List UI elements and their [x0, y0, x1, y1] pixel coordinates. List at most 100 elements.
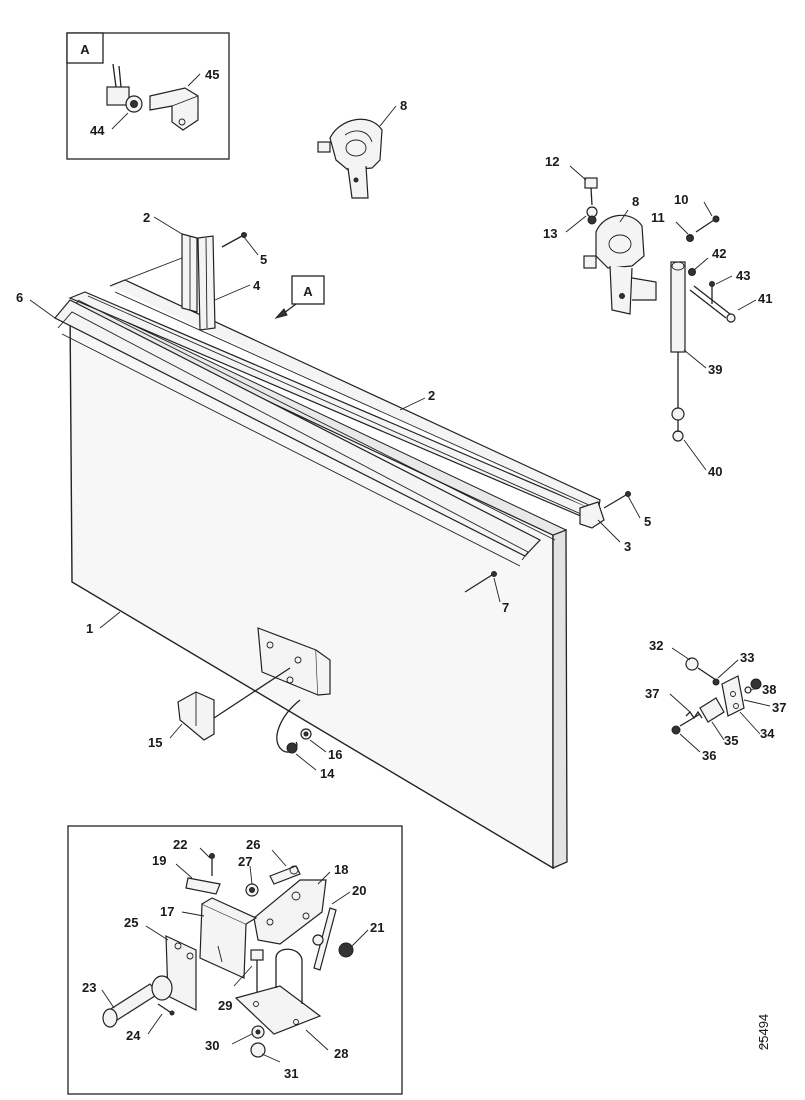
part-12-bolt: [584, 177, 598, 206]
callout-11: 11: [651, 210, 665, 225]
callout-43: 43: [736, 268, 750, 283]
callout-29: 29: [218, 998, 232, 1013]
callout-32: 32: [649, 638, 663, 653]
detail-lower-box: 22 19 27 26 18 20 21 17 25 23 24 29 30 3…: [67, 825, 403, 1095]
callout-27: 27: [238, 854, 252, 869]
callout-15: 15: [148, 735, 162, 750]
callout-10: 10: [674, 192, 688, 207]
part-38-nut: [744, 678, 762, 694]
part-29-screw: [250, 949, 264, 996]
callout-1: 1: [86, 621, 93, 636]
callout-45: 45: [205, 67, 219, 82]
part-7-screw: [464, 571, 497, 593]
callout-36: 36: [702, 748, 716, 763]
part-16-nut: [300, 728, 312, 740]
part-26-bolt: [269, 865, 301, 885]
part-19-bolt: [185, 877, 221, 895]
callout-44: 44: [90, 123, 105, 138]
part-14-cable: [276, 699, 301, 754]
part-18-plate: [253, 879, 327, 945]
part-23-lever: [102, 975, 173, 1028]
part-25-plate: [165, 935, 197, 1011]
part-36-bolt: [671, 713, 701, 735]
part-5-screw-upper: [221, 232, 247, 248]
callout-30: 30: [205, 1038, 219, 1053]
callout-41: 41: [758, 291, 772, 306]
callout-25: 25: [124, 915, 138, 930]
part-10-screw: [695, 215, 720, 233]
part-13-washer: [586, 206, 598, 225]
callout-8-upper: 8: [400, 98, 407, 113]
part-32-bolt: [685, 657, 717, 681]
callout-5-right: 5: [644, 514, 651, 529]
part-5-screw-right: [603, 491, 631, 509]
callout-17: 17: [160, 904, 174, 919]
callout-8-right: 8: [632, 194, 639, 209]
detail-view-a-box: A 45 44: [66, 32, 230, 160]
part-39-gas-strut: [670, 261, 686, 408]
callout-12: 12: [545, 154, 559, 169]
callout-39: 39: [708, 362, 722, 377]
part-45-bracket: [149, 87, 199, 131]
callout-33: 33: [740, 650, 754, 665]
part-4-vertical-post: [197, 235, 216, 331]
part-33-washer: [712, 678, 720, 686]
callout-4: 4: [253, 278, 261, 293]
part-28-base-bracket: [234, 948, 322, 1035]
part-30-washer: [251, 1025, 265, 1039]
callout-40: 40: [708, 464, 722, 479]
callout-2-rail: 2: [428, 388, 435, 403]
callout-14: 14: [320, 766, 335, 781]
callout-37-left: 37: [645, 686, 659, 701]
callout-18: 18: [334, 862, 348, 877]
callout-2-post: 2: [143, 210, 150, 225]
part-35-damper: [699, 697, 725, 723]
callout-19: 19: [152, 853, 166, 868]
callout-37-right: 37: [772, 700, 786, 715]
part-40-end-fitting: [671, 407, 685, 442]
callout-28: 28: [334, 1046, 348, 1061]
callout-21: 21: [370, 920, 384, 935]
part-42-bushing: [688, 268, 696, 276]
callout-22: 22: [173, 837, 187, 852]
callout-6: 6: [16, 290, 23, 305]
part-8-latch-right: [583, 214, 657, 315]
part-43-screw: [709, 281, 715, 304]
view-a-indicator-label: A: [303, 284, 313, 299]
callout-7: 7: [502, 600, 509, 615]
callout-3: 3: [624, 539, 631, 554]
drawing-reference-number: 25494: [756, 1014, 771, 1050]
callout-20: 20: [352, 883, 366, 898]
callout-26: 26: [246, 837, 260, 852]
part-2-vertical-post: [181, 233, 198, 313]
part-44-bushing: [106, 63, 143, 113]
callout-42: 42: [712, 246, 726, 261]
callout-34: 34: [760, 726, 775, 741]
callout-35: 35: [724, 733, 738, 748]
part-15-handle: [177, 667, 291, 741]
callout-24: 24: [126, 1028, 141, 1043]
callout-5-upper: 5: [260, 252, 267, 267]
detail-view-a-marker: A: [80, 42, 90, 57]
part-8-latch-upper: [317, 118, 383, 199]
view-a-indicator: A: [274, 275, 325, 319]
part-17-bracket: [199, 897, 258, 979]
callout-16: 16: [328, 747, 342, 762]
part-1-main-panel: [69, 299, 568, 870]
part-24-pin: [157, 1003, 175, 1016]
part-11-washer: [686, 234, 694, 242]
callout-23: 23: [82, 980, 96, 995]
part-3-end-bracket: [579, 501, 605, 529]
callout-13: 13: [543, 226, 557, 241]
part-22-screw: [209, 853, 215, 876]
part-37-spring: [685, 710, 703, 720]
part-20-link: [313, 907, 337, 971]
callout-31: 31: [284, 1066, 298, 1081]
part-31-nut: [250, 1042, 266, 1058]
part-6-edge-profile: [54, 299, 541, 567]
part-34-bracket: [721, 675, 745, 717]
part-21-nut: [312, 934, 354, 958]
callout-38: 38: [762, 682, 776, 697]
part-27-washer: [245, 883, 259, 897]
